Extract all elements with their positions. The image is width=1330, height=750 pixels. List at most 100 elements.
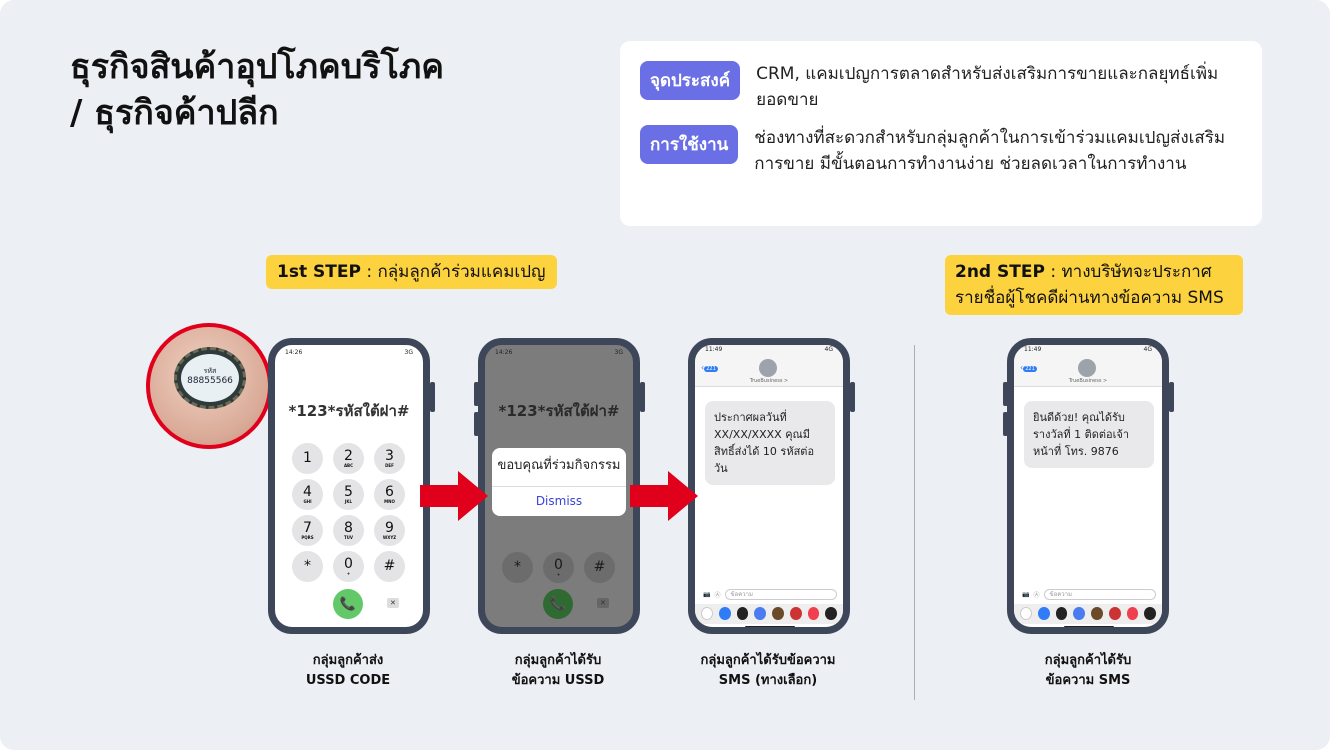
phone-ussd-response: 14:26 3G *123*รหัสใต้ฝา# * 0+ # 📞 ✕ ขอบคุณท…	[478, 338, 640, 634]
key-letters: DEF	[385, 462, 394, 468]
key-letters: PQRS	[301, 534, 314, 540]
network: 3G	[404, 349, 413, 356]
alert-message: ขอบคุณที่ร่วมกิจกรรม	[497, 458, 621, 473]
key-letters: +	[346, 570, 351, 576]
key-letters: TUV	[343, 534, 354, 540]
time: 14:26	[495, 349, 513, 356]
message-input[interactable]: ข้อความ	[1043, 588, 1156, 600]
keypad: * 0+ #	[502, 552, 615, 583]
home-indicator	[1064, 626, 1114, 627]
network: 3G	[614, 349, 623, 356]
time: 11:49	[1024, 346, 1042, 353]
sms-bubble: ประกาศผลวันที่ XX/XX/XXXX คุณมีสิทธิ์ส่ง…	[705, 401, 835, 485]
sender-name[interactable]: TrueBusiness >	[749, 378, 789, 384]
key-digit: 5	[344, 483, 353, 500]
key-digit: 3	[385, 447, 394, 464]
back-button[interactable]: ‹221	[1020, 363, 1037, 372]
key-hash[interactable]: #	[584, 552, 615, 583]
caption-line: ข้อความ SMS	[1045, 673, 1131, 688]
key-1[interactable]: 1	[292, 443, 323, 474]
key-letters: JKL	[344, 498, 353, 504]
key-digit: 0	[554, 556, 563, 573]
step-text-2: รายชื่อผู้โชคดีผ่านทางข้อความ SMS	[955, 288, 1224, 308]
back-button[interactable]: ‹221	[701, 363, 718, 372]
camera-icon[interactable]: 📷	[1022, 590, 1030, 598]
key-letters: WXYZ	[382, 534, 397, 540]
key-digit: #	[593, 559, 606, 575]
caption-receive-sms: กลุ่มลูกค้าได้รับข้อความ SMS	[998, 651, 1178, 691]
step-text: : ทางบริษัทจะประกาศ	[1050, 262, 1212, 282]
key-digit: 2	[344, 447, 353, 464]
app-drawer	[695, 604, 843, 624]
purpose-text: CRM, แคมเปญการตลาดสำหรับส่งเสริมการขายแล…	[756, 64, 1219, 110]
dismiss-button[interactable]: Dismiss	[492, 486, 626, 516]
home-indicator	[745, 626, 795, 627]
key-digit: 0	[344, 555, 353, 572]
key-0[interactable]: 0+	[333, 551, 364, 582]
divider	[914, 345, 915, 700]
sms-bubble: ยินดีด้วย! คุณได้รับรางวัลที่ 1 ติดต่อเจ…	[1024, 401, 1154, 468]
status-bar: 14:26 3G	[495, 349, 623, 356]
back-count: 221	[704, 366, 718, 372]
key-digit: 6	[385, 483, 394, 500]
caption-receive-ussd: กลุ่มลูกค้าได้รับข้อความ USSD	[468, 651, 648, 691]
sender-name[interactable]: TrueBusiness >	[1068, 378, 1108, 384]
purpose-row: จุดประสงค์ CRM, แคมเปญการตลาดสำหรับส่งเส…	[640, 61, 1242, 113]
page-title: ธุรกิจสินค้าอุปโภคบริโภค / ธุรกิจค้าปลีก	[70, 44, 444, 136]
key-digit: 1	[303, 450, 312, 466]
title-line-1: ธุรกิจสินค้าอุปโภคบริโภค	[70, 47, 445, 87]
step-1-badge: 1st STEP : กลุ่มลูกค้าร่วมแคมเปญ	[266, 255, 557, 289]
usage-badge: การใช้งาน	[640, 125, 739, 164]
key-digit: 9	[385, 519, 394, 536]
ussd-code: *123*รหัสใต้ฝา#	[288, 402, 410, 420]
cap-number: 88855566	[187, 376, 233, 386]
camera-icon[interactable]: 📷	[703, 590, 711, 598]
key-hash[interactable]: #	[374, 551, 405, 582]
step-label: 2nd STEP	[955, 262, 1045, 282]
usage-row: การใช้งาน ช่องทางที่สะดวกสำหรับกลุ่มลูกค…	[640, 125, 1242, 177]
call-button[interactable]: 📞	[543, 589, 573, 619]
key-letters: GHI	[303, 498, 312, 504]
avatar	[759, 359, 777, 377]
time: 14:26	[285, 349, 303, 356]
delete-icon[interactable]: ✕	[387, 598, 399, 608]
caption-line: กลุ่มลูกค้าได้รับ	[1044, 653, 1132, 668]
app-drawer	[1014, 604, 1162, 624]
step-2-badge: 2nd STEP : ทางบริษัทจะประกาศรายชื่อผู้โช…	[945, 255, 1243, 315]
cap-label: รหัส	[203, 367, 217, 375]
ussd-code: *123*รหัสใต้ฝา#	[498, 402, 620, 420]
back-count: 221	[1023, 366, 1037, 372]
apps-icon[interactable]: Ⓐ	[1033, 591, 1040, 599]
delete-icon[interactable]: ✕	[597, 598, 609, 608]
key-0[interactable]: 0+	[543, 552, 574, 583]
key-digit: 8	[344, 519, 353, 536]
caption-line: USSD CODE	[305, 673, 391, 688]
network: 4G	[824, 346, 833, 353]
key-star[interactable]: *	[292, 551, 323, 582]
caption-line: กลุ่มลูกค้าได้รับ	[514, 653, 602, 668]
apps-icon[interactable]: Ⓐ	[714, 591, 721, 599]
message-input[interactable]: ข้อความ	[724, 588, 837, 600]
status-bar: 14:26 3G	[285, 349, 413, 356]
ussd-alert: ขอบคุณที่ร่วมกิจกรรม Dismiss	[492, 448, 626, 516]
key-star[interactable]: *	[502, 552, 533, 583]
call-button[interactable]: 📞	[333, 589, 363, 619]
